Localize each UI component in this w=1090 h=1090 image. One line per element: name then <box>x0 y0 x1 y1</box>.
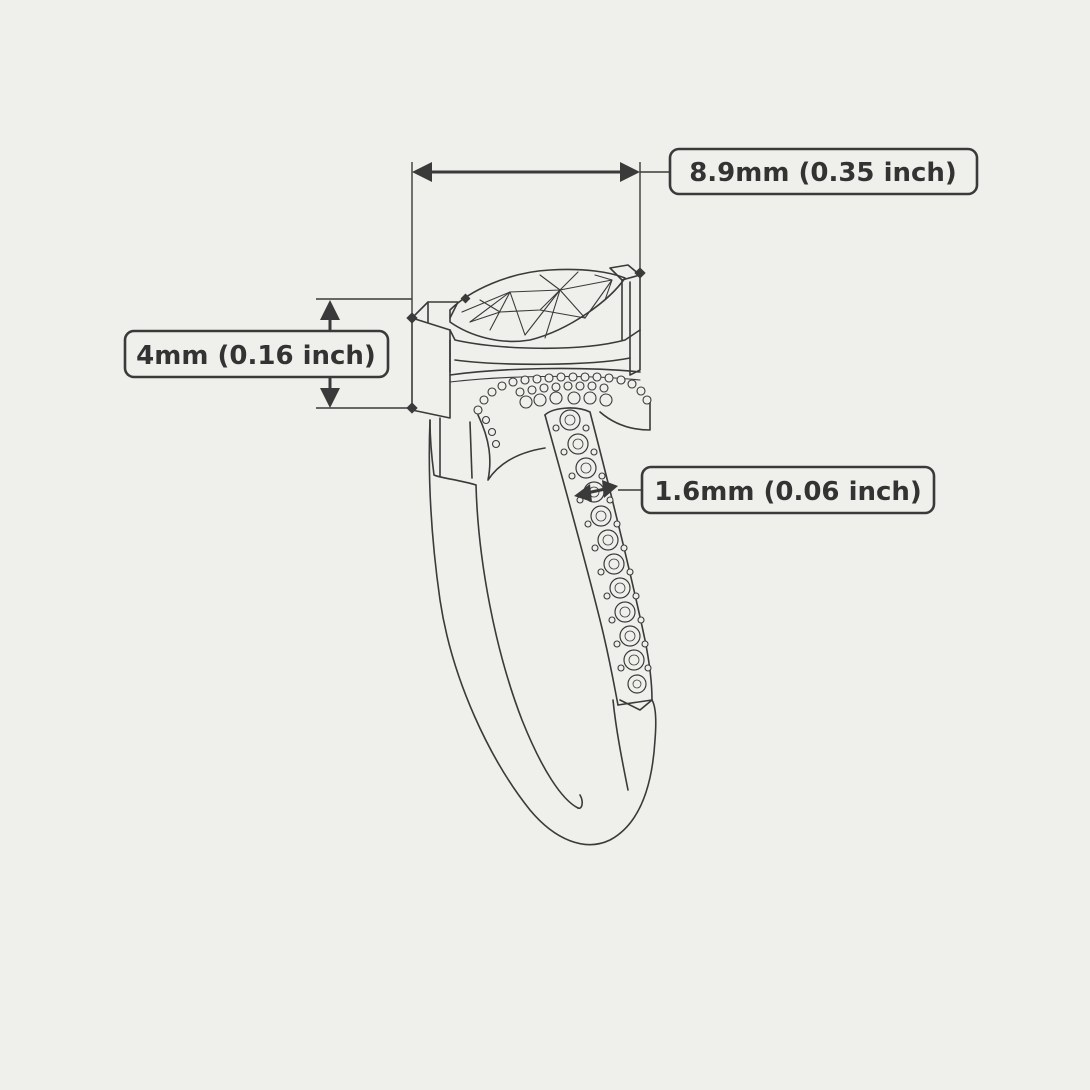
node-right-top <box>634 267 646 279</box>
band-dimension: 1.6mm (0.06 inch) <box>574 465 936 515</box>
halo-beads <box>473 372 652 449</box>
band-label: 1.6mm (0.06 inch) <box>654 477 922 507</box>
width-dimension: 8.9mm (0.35 inch) <box>411 147 979 318</box>
width-arrow-right <box>620 162 640 182</box>
pave-shank <box>544 407 653 706</box>
ring-illustration <box>411 264 657 846</box>
setting-basket <box>411 264 641 419</box>
height-arrow-bottom <box>320 388 340 408</box>
height-label-box <box>123 329 390 379</box>
height-label: 4mm (0.16 inch) <box>136 341 376 371</box>
marquise-stone <box>449 268 626 343</box>
ring-band <box>428 417 657 846</box>
width-label-box <box>668 147 979 196</box>
band-arrow-left <box>574 484 592 502</box>
pave-stones <box>552 409 652 694</box>
band-arrow-right <box>602 480 618 498</box>
width-label: 8.9mm (0.35 inch) <box>689 158 957 188</box>
halo-gallery <box>449 367 652 481</box>
width-arrow-left <box>412 162 432 182</box>
reference-nodes <box>406 267 646 414</box>
node-stone-edge <box>460 293 471 304</box>
height-arrow-top <box>320 300 340 320</box>
band-label-box <box>640 465 936 515</box>
node-left-top <box>406 312 418 324</box>
height-dimension: 4mm (0.16 inch) <box>123 298 412 409</box>
node-left-bottom <box>406 402 418 414</box>
